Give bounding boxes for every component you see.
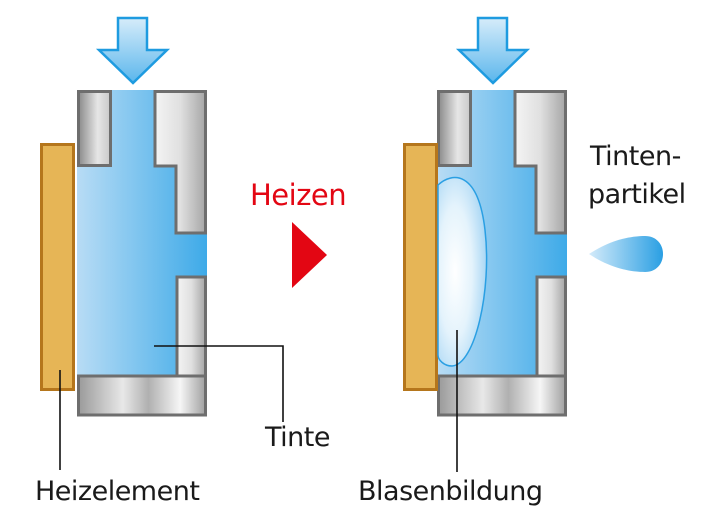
bubble-label: Blasenbildung — [358, 476, 543, 507]
ink-leader-line — [154, 345, 284, 422]
particle-label-line1: Tinten- — [590, 141, 681, 172]
nozzle-after-heating — [403, 16, 663, 472]
heater-label: Heizelement — [35, 476, 200, 507]
ink-droplet-icon — [589, 236, 663, 272]
particle-label-line2: partikel — [588, 179, 686, 210]
bubble-shape — [437, 176, 488, 367]
ink-label: Tinte — [265, 422, 330, 453]
heating-element — [40, 143, 75, 391]
heat-label: Heizen — [250, 178, 347, 212]
heat-arrow-icon — [292, 222, 327, 288]
heating-element — [403, 143, 438, 391]
nozzle-before-heating — [40, 16, 284, 470]
